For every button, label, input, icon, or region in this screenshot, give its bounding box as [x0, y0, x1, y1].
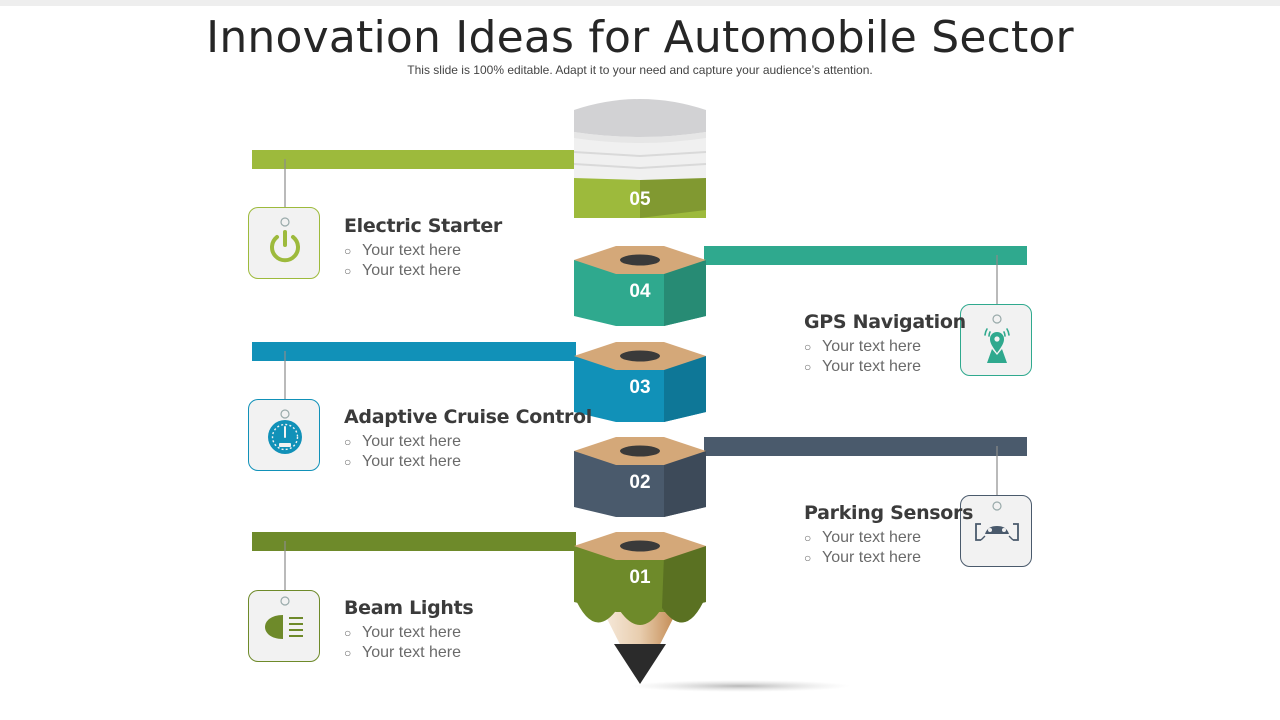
item-title: Adaptive Cruise Control [344, 406, 593, 428]
bullet-item: ○ Your text here [344, 452, 604, 472]
bullet-text: Your text here [822, 549, 922, 566]
bullet-circle-icon: ○ [344, 244, 352, 258]
beam-lights-icon [265, 596, 303, 639]
icon-tile-04 [960, 304, 1032, 376]
connector-bar-02 [704, 437, 1027, 456]
segment-number-01: 01 [629, 567, 651, 588]
bullet-text: Your text here [362, 644, 462, 661]
bullet-circle-icon: ○ [804, 551, 812, 565]
bullet-circle-icon: ○ [344, 455, 352, 469]
bullet-item: ○ Your text here [344, 623, 604, 643]
bullet-item: ○ Your text here [804, 548, 1064, 568]
item-electric-starter: Electric Starter ○ Your text here ○ Your tex… [344, 215, 604, 281]
item-title: Parking Sensors [804, 502, 974, 524]
bullet-item: ○ Your text here [804, 528, 1064, 548]
bullet-text: Your text here [362, 262, 462, 279]
item-beam-lights: Beam Lights ○ Your text here ○ Your text her… [344, 597, 604, 663]
ferrule-ring-1 [573, 151, 707, 158]
connector-bar-03 [252, 342, 576, 361]
connector-bar-04 [704, 246, 1027, 265]
bullet-circle-icon: ○ [344, 646, 352, 660]
slide-title: Innovation Ideas for Automobile Sector [206, 12, 1074, 63]
bullet-circle-icon: ○ [344, 264, 352, 278]
icon-tile-01 [248, 590, 320, 662]
bullet-circle-icon: ○ [804, 360, 812, 374]
bullet-text: Your text here [362, 453, 462, 470]
segment-number-02: 02 [629, 472, 650, 493]
seg-04-core [620, 254, 660, 266]
parking-sensor-icon [975, 501, 1019, 541]
icon-tile-03 [248, 399, 320, 471]
bullet-text: Your text here [362, 624, 462, 641]
seg-02-core [620, 445, 660, 457]
top-strip [0, 0, 1280, 6]
bullet-text: Your text here [822, 529, 922, 546]
segment-number-04: 04 [629, 281, 651, 302]
item-title: GPS Navigation [804, 311, 966, 333]
bullet-item: ○ Your text here [344, 432, 604, 452]
seg-01-core [620, 540, 660, 552]
seg-03-core [620, 350, 660, 362]
bullet-circle-icon: ○ [804, 531, 812, 545]
segment-01-scallop-shade [662, 546, 706, 623]
icon-tile-02 [960, 495, 1032, 567]
bullet-item: ○ Your text here [804, 357, 1064, 377]
bullet-item: ○ Your text here [344, 241, 604, 261]
bullet-item: ○ Your text here [344, 261, 604, 281]
bullet-text: Your text here [822, 358, 922, 375]
seg-03-side-shade [664, 356, 706, 422]
segment-number-03: 03 [629, 377, 650, 398]
pencil-lead [614, 644, 666, 684]
icon-tile-05 [248, 207, 320, 279]
bullet-circle-icon: ○ [344, 435, 352, 449]
seg-04-side-shade [664, 260, 706, 326]
segment-number-05: 05 [629, 189, 651, 210]
ferrule-ring-2 [573, 163, 707, 170]
item-title: Electric Starter [344, 215, 502, 237]
item-gps-navigation: GPS Navigation ○ Your text here ○ Your text … [804, 311, 1064, 377]
connector-bar-01 [252, 532, 576, 551]
bullet-text: Your text here [362, 242, 462, 259]
gps-pin-icon [984, 314, 1010, 363]
bullet-circle-icon: ○ [344, 626, 352, 640]
bullet-item: ○ Your text here [344, 643, 604, 663]
slide-subtitle: This slide is 100% editable. Adapt it to… [407, 63, 873, 77]
bullet-item: ○ Your text here [804, 337, 1064, 357]
ground-shadow [630, 680, 850, 692]
item-parking-sensors: Parking Sensors ○ Your text here ○ Your text… [804, 502, 1064, 568]
bullet-text: Your text here [362, 433, 462, 450]
item-title: Beam Lights [344, 597, 474, 619]
bullet-circle-icon: ○ [804, 340, 812, 354]
connector-bar-05 [252, 150, 576, 169]
item-adaptive-cruise-control: Adaptive Cruise Control ○ Your text here ○ Y… [344, 406, 604, 472]
eraser-rim [574, 132, 706, 143]
speedometer-icon [268, 409, 302, 454]
seg-02-side-shade [664, 451, 706, 517]
pencil-eraser [574, 99, 706, 137]
bullet-text: Your text here [822, 338, 922, 355]
power-icon [270, 217, 300, 263]
